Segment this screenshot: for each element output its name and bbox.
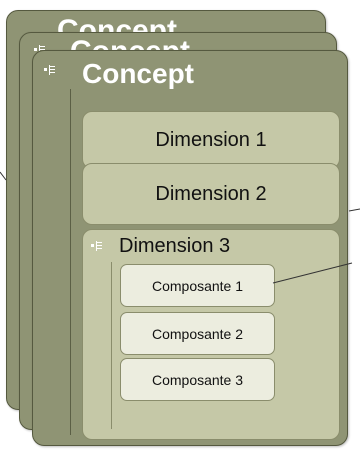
- dimension-2-box[interactable]: Dimension 2: [82, 163, 340, 225]
- dimension-3-box[interactable]: Dimension 3 Composante 1 Composante 2 Co…: [82, 229, 340, 440]
- connector-line-right-top: [348, 208, 360, 212]
- concept-title: Concept: [82, 58, 194, 89]
- component-1-label: Composante 1: [151, 277, 244, 294]
- component-3-box[interactable]: Composante 3: [120, 358, 275, 401]
- component-2-label: Composante 2: [151, 325, 244, 342]
- dimension-1-box[interactable]: Dimension 1: [82, 111, 340, 169]
- dimension-3-label: Dimension 3: [119, 235, 231, 257]
- concept-card-divider: [70, 89, 71, 435]
- concept-card: Concept Dimension 1 Dimension 2 Dimensio…: [32, 50, 348, 446]
- component-3-label: Composante 3: [151, 371, 244, 388]
- outline-list-icon[interactable]: [91, 240, 103, 252]
- dimension-2-label: Dimension 2: [155, 182, 267, 205]
- dimension-3-divider: [111, 262, 112, 429]
- dimension-1-label: Dimension 1: [155, 128, 267, 151]
- outline-list-icon[interactable]: [44, 64, 56, 76]
- component-2-box[interactable]: Composante 2: [120, 312, 275, 355]
- component-1-box[interactable]: Composante 1: [120, 264, 275, 307]
